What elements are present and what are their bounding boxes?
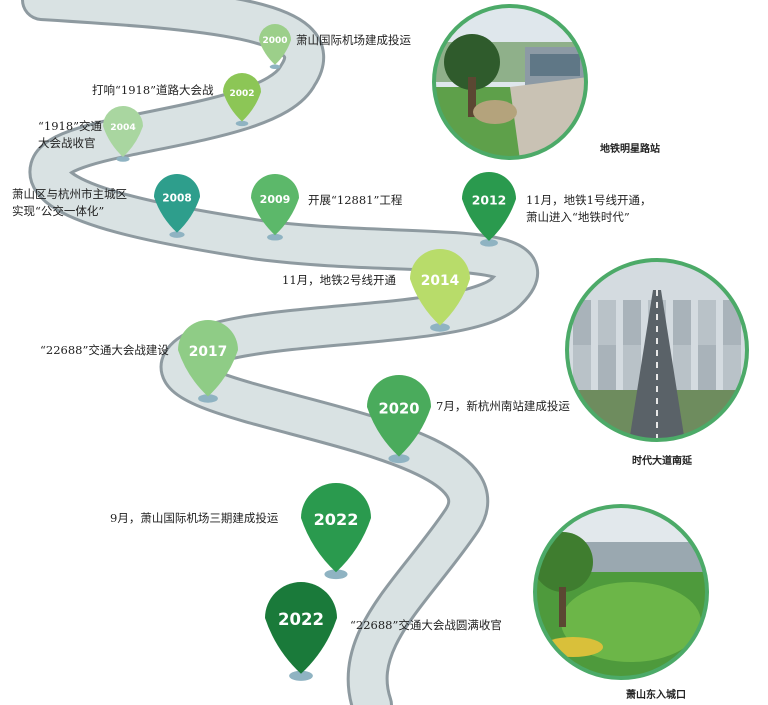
pin-marker xyxy=(178,320,238,397)
pin-shadow xyxy=(267,233,283,241)
milestone-text-2012: 11月，地铁1号线开通， 萧山进入“地铁时代” xyxy=(526,193,652,224)
pin-year-label: 2020 xyxy=(379,400,420,417)
pin-marker xyxy=(301,483,371,573)
milestone-pin-2022-airport: 2022 xyxy=(301,483,371,580)
milestone-pin-2002: 2002 xyxy=(223,73,261,127)
pin-shadow xyxy=(116,156,130,162)
milestone-pin-2000: 2000 xyxy=(259,24,291,70)
milestone-text-2009: 开展“12881”工程 xyxy=(308,193,403,207)
pin-shadow xyxy=(430,323,450,332)
milestone-pins: 2000 2002 2004 2008 2009 2012 2014 2017 2020 2022… xyxy=(103,24,516,681)
photo-label-city-entrance: 萧山东入城口 xyxy=(626,690,686,701)
milestone-text-2000: 萧山国际机场建成投运 xyxy=(296,33,411,47)
pin-marker xyxy=(462,172,516,241)
pin-shadow xyxy=(289,670,313,681)
milestone-text-2017: “22688”交通大会战建设 xyxy=(40,343,169,357)
pin-year-label: 2022 xyxy=(314,510,359,529)
milestone-text-2014: 11月，地铁2号线开通 xyxy=(282,273,396,287)
milestone-text-2022-airport: 9月，萧山国际机场三期建成投运 xyxy=(110,511,279,525)
milestone-pin-2022-finale: 2022 xyxy=(265,582,337,681)
pin-marker xyxy=(259,24,291,65)
photo-ring xyxy=(432,4,588,160)
pin-shadow xyxy=(169,231,185,238)
pin-year-label: 2002 xyxy=(229,89,254,99)
pin-year-label: 2017 xyxy=(189,344,227,360)
pin-year-label: 2012 xyxy=(472,192,507,207)
milestone-pin-2009: 2009 xyxy=(251,174,299,241)
milestone-pin-2014: 2014 xyxy=(410,249,470,332)
pin-year-label: 2014 xyxy=(421,273,459,289)
photo-label-metro-station: 地铁明星路站 xyxy=(600,144,660,155)
pin-marker xyxy=(223,73,261,122)
pin-marker xyxy=(251,174,299,236)
pin-marker xyxy=(103,106,143,157)
elevated-road-photo xyxy=(565,258,749,442)
pin-shadow xyxy=(235,120,249,127)
milestone-text-2022-finale: “22688”交通大会战圆满收官 xyxy=(350,618,502,632)
milestone-text-2020: 7月，新杭州南站建成投运 xyxy=(436,399,570,413)
milestone-text-2008: 萧山区与杭州市主城区 实现“公交一体化” xyxy=(12,187,127,218)
photo-ring xyxy=(533,504,709,680)
pin-shadow xyxy=(480,239,498,247)
milestone-pin-2017: 2017 xyxy=(178,320,238,403)
photo-label-elevated-road: 时代大道南延 xyxy=(632,456,692,467)
milestone-text-2004: “1918”交通 大会战收官 xyxy=(38,119,103,150)
pin-year-label: 2022 xyxy=(278,610,324,629)
pin-shadow xyxy=(198,394,218,403)
photo-ring xyxy=(565,258,749,442)
pin-year-label: 2000 xyxy=(262,36,287,46)
milestone-pin-2008: 2008 xyxy=(153,173,201,238)
milestone-pin-2012: 2012 xyxy=(462,172,516,247)
photo-circles xyxy=(432,4,749,680)
pin-marker xyxy=(367,375,431,457)
pin-shadow xyxy=(388,454,410,464)
milestone-text-2002: 打响“1918”道路大会战 xyxy=(92,83,214,97)
pin-year-label: 2008 xyxy=(162,193,191,205)
pin-marker xyxy=(153,173,201,233)
metro-station-photo xyxy=(432,4,588,160)
pin-marker xyxy=(265,582,337,674)
pin-shadow xyxy=(324,569,348,580)
pin-year-label: 2004 xyxy=(110,122,136,133)
milestone-pin-2004: 2004 xyxy=(103,106,143,162)
city-entrance-park-photo xyxy=(533,504,709,680)
pin-shadow xyxy=(269,64,281,70)
pin-year-label: 2009 xyxy=(260,193,291,206)
pin-marker xyxy=(410,249,470,326)
milestone-pin-2020: 2020 xyxy=(367,375,431,464)
